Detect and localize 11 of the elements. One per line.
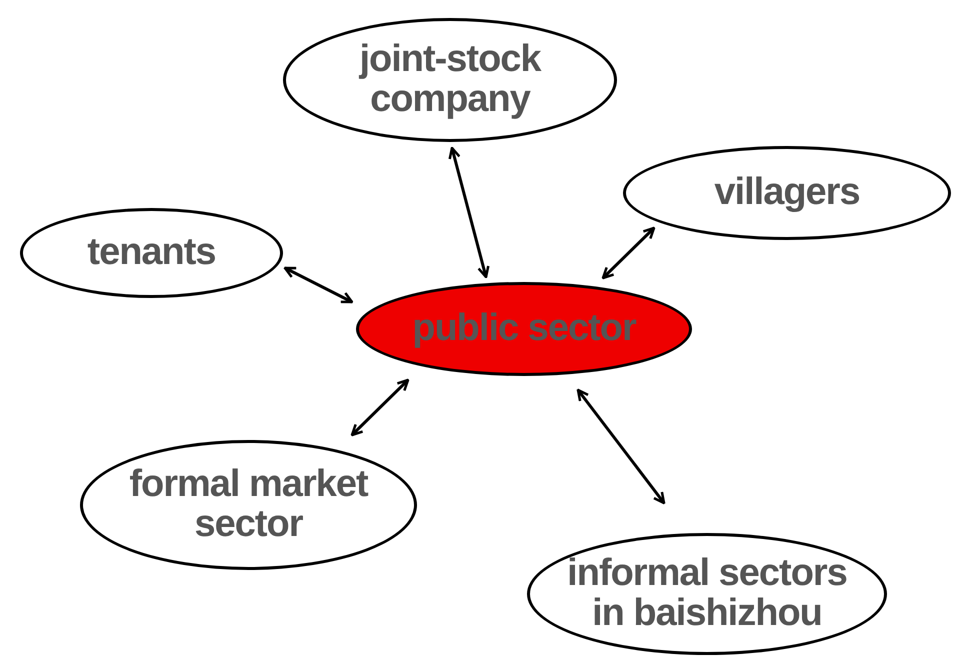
node-label: tenants (87, 233, 216, 273)
double-arrow (448, 146, 490, 278)
node-label: villagers (714, 173, 860, 213)
double-arrow (350, 378, 410, 436)
double-arrow (602, 226, 656, 280)
double-arrow (576, 388, 666, 504)
node-label: joint-stock company (358, 40, 542, 120)
double-arrow (284, 266, 354, 304)
node-label: public sector (412, 309, 636, 349)
node-label: formal market sector (128, 465, 370, 545)
node-label: informal sectors in baishizhou (566, 554, 848, 634)
